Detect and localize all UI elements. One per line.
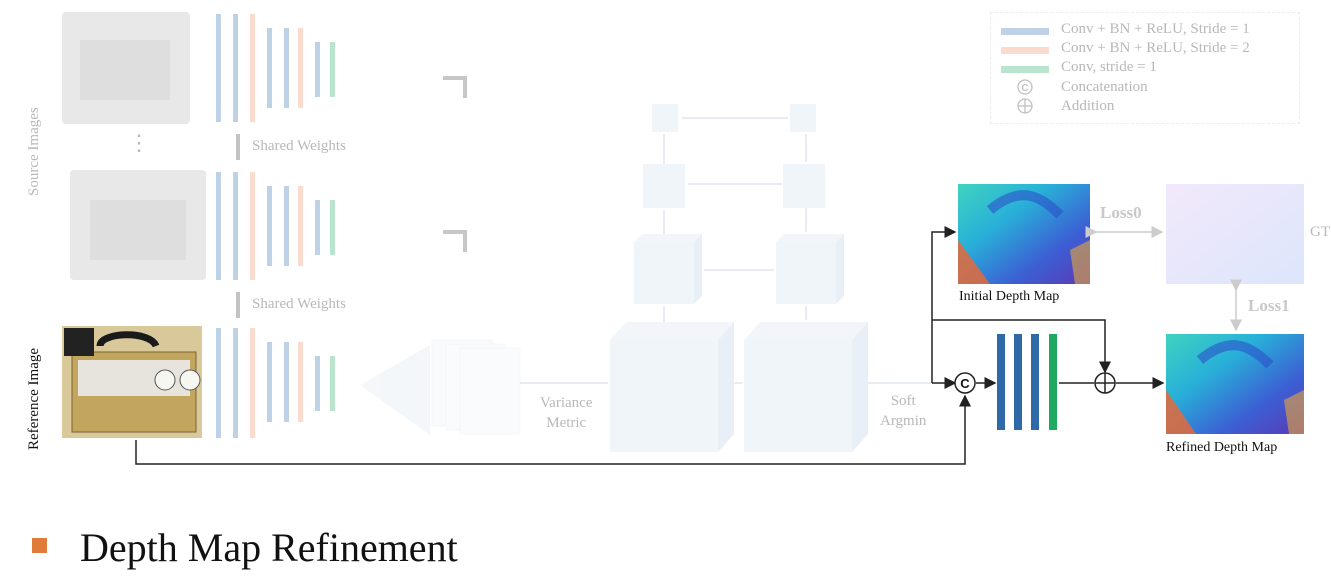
soft-argmin-label: Soft Argmin bbox=[880, 393, 927, 429]
shared-weights-label-1: Shared Weights bbox=[252, 138, 346, 154]
refinement-network: C bbox=[135, 184, 1304, 465]
reference-image-label: Reference Image bbox=[26, 347, 42, 450]
loss1-label: Loss1 bbox=[1248, 296, 1290, 315]
gt-label: GT bbox=[1310, 224, 1330, 240]
bullet-icon bbox=[32, 538, 47, 553]
more-images-dots: ⋮ bbox=[128, 130, 150, 155]
svg-text:C: C bbox=[960, 376, 970, 391]
legend bbox=[990, 12, 1300, 124]
shared-weights-label-2: Shared Weights bbox=[252, 296, 346, 312]
concatenation-icon bbox=[954, 372, 976, 394]
slide-bullet-text: Depth Map Refinement bbox=[80, 525, 458, 570]
legend-label-addition: Addition bbox=[1061, 98, 1115, 114]
legend-label-conv-stride1: Conv, stride = 1 bbox=[1061, 59, 1157, 75]
gt-depth-map-image bbox=[1166, 184, 1304, 284]
loss0-label: Loss0 bbox=[1100, 203, 1142, 222]
svg-text:C: C bbox=[1021, 83, 1028, 94]
feature-extraction-reference bbox=[216, 328, 335, 438]
variance-metric-label: Variance Metric bbox=[540, 395, 593, 431]
reference-image bbox=[62, 326, 202, 438]
feature-extraction-source-1 bbox=[216, 14, 335, 122]
initial-depth-map-image bbox=[958, 184, 1090, 284]
initial-depth-map-label: Initial Depth Map bbox=[959, 289, 1060, 304]
legend-label-conv-bn-relu-stride1: Conv + BN + ReLU, Stride = 1 bbox=[1061, 21, 1250, 37]
source-images-label: Source Images bbox=[26, 107, 42, 196]
homography-arrows bbox=[443, 76, 467, 252]
legend-label-conv-bn-relu-stride2: Conv + BN + ReLU, Stride = 2 bbox=[1061, 40, 1250, 56]
feature-extraction-source-2 bbox=[216, 172, 335, 280]
source-image-2 bbox=[70, 170, 206, 280]
cost-volume bbox=[360, 339, 521, 435]
refined-depth-map-image bbox=[1166, 334, 1304, 434]
cost-regularization-unet bbox=[520, 104, 932, 452]
mvsnet-architecture-diagram: C bbox=[62, 12, 1304, 465]
source-image-1 bbox=[62, 12, 190, 124]
legend-swatches: C bbox=[1001, 28, 1049, 114]
refined-depth-map-label: Refined Depth Map bbox=[1166, 440, 1278, 455]
legend-label-concatenation: Concatenation bbox=[1061, 79, 1148, 95]
source-images bbox=[62, 12, 206, 280]
